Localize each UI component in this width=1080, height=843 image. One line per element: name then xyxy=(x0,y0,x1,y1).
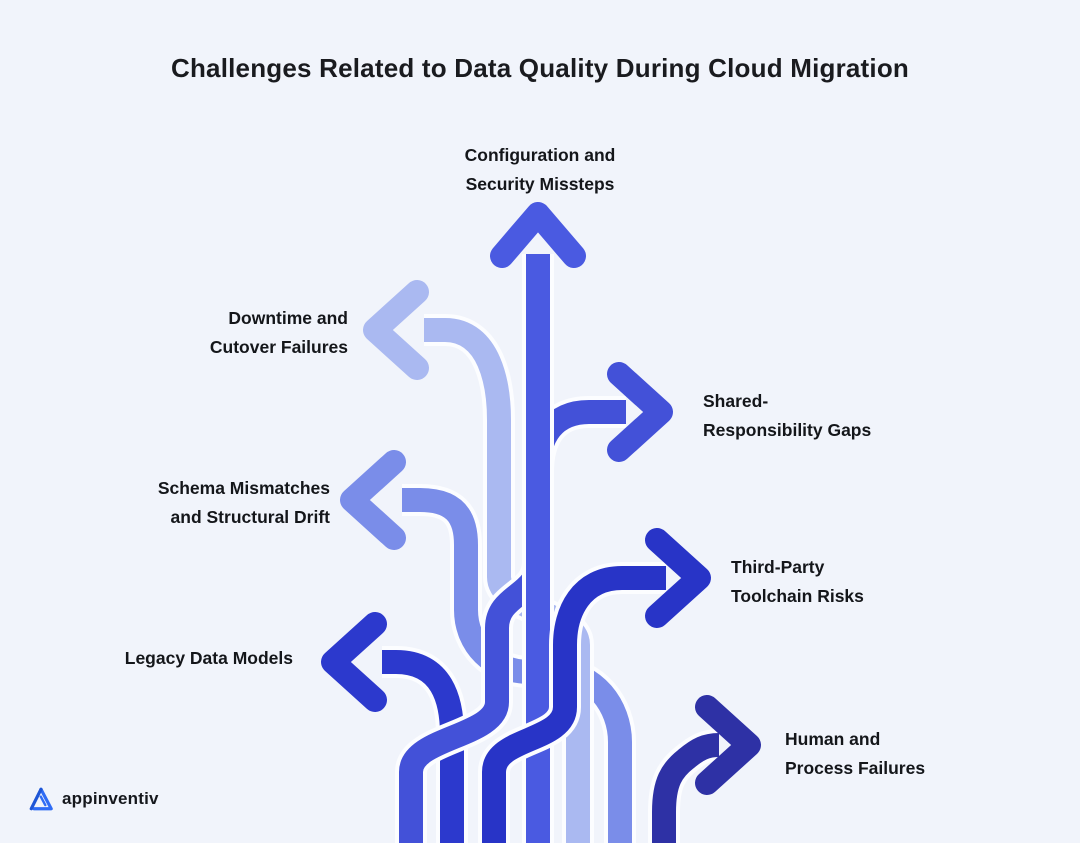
brand-logo-text: appinventiv xyxy=(62,789,159,808)
label-line: Schema Mismatches xyxy=(157,478,330,498)
label-legacy: Legacy Data Models xyxy=(125,644,293,673)
label-third-party: Third-Party Toolchain Risks xyxy=(731,553,864,611)
arrow-downtime-head xyxy=(363,280,429,380)
appinventiv-triangle-icon xyxy=(29,787,53,811)
label-schema-mismatches: Schema Mismatches and Structural Drift xyxy=(158,474,330,532)
arrow-legacy-head xyxy=(321,612,387,712)
label-line: Process Failures xyxy=(785,758,926,778)
label-human-process: Human and Process Failures xyxy=(785,725,925,783)
arrow-human-head xyxy=(695,695,761,795)
arrow-third-party-shaft xyxy=(482,566,666,843)
arrow-shared-head xyxy=(607,362,673,462)
label-line: Toolchain Risks xyxy=(731,586,864,606)
page-title: Challenges Related to Data Quality Durin… xyxy=(170,53,910,83)
label-line: Configuration and xyxy=(464,145,616,165)
arrow-configuration-head xyxy=(490,202,586,268)
label-line: Security Missteps xyxy=(465,174,615,194)
label-line: and Structural Drift xyxy=(170,507,330,527)
label-line: Responsibility Gaps xyxy=(703,420,872,440)
label-configuration: Configuration and Security Missteps xyxy=(465,141,616,199)
arrow-human-shaft xyxy=(652,733,720,843)
label-line: Third-Party xyxy=(731,557,825,577)
label-line: Legacy Data Models xyxy=(124,648,293,668)
label-downtime: Downtime and Cutover Failures xyxy=(210,304,348,362)
label-line: Cutover Failures xyxy=(209,337,348,357)
brand-logo: appinventiv xyxy=(28,786,159,812)
arrow-third-party-head xyxy=(645,528,711,628)
arrow-schema-head xyxy=(340,450,406,550)
label-line: Downtime and xyxy=(228,308,348,328)
label-line: Human and xyxy=(785,729,881,749)
arrow-third-party xyxy=(478,528,711,843)
label-line: Shared- xyxy=(703,391,769,411)
arrow-human-process xyxy=(648,695,761,843)
arrow-configuration xyxy=(490,202,586,843)
label-shared-responsibility: Shared- Responsibility Gaps xyxy=(703,387,871,445)
